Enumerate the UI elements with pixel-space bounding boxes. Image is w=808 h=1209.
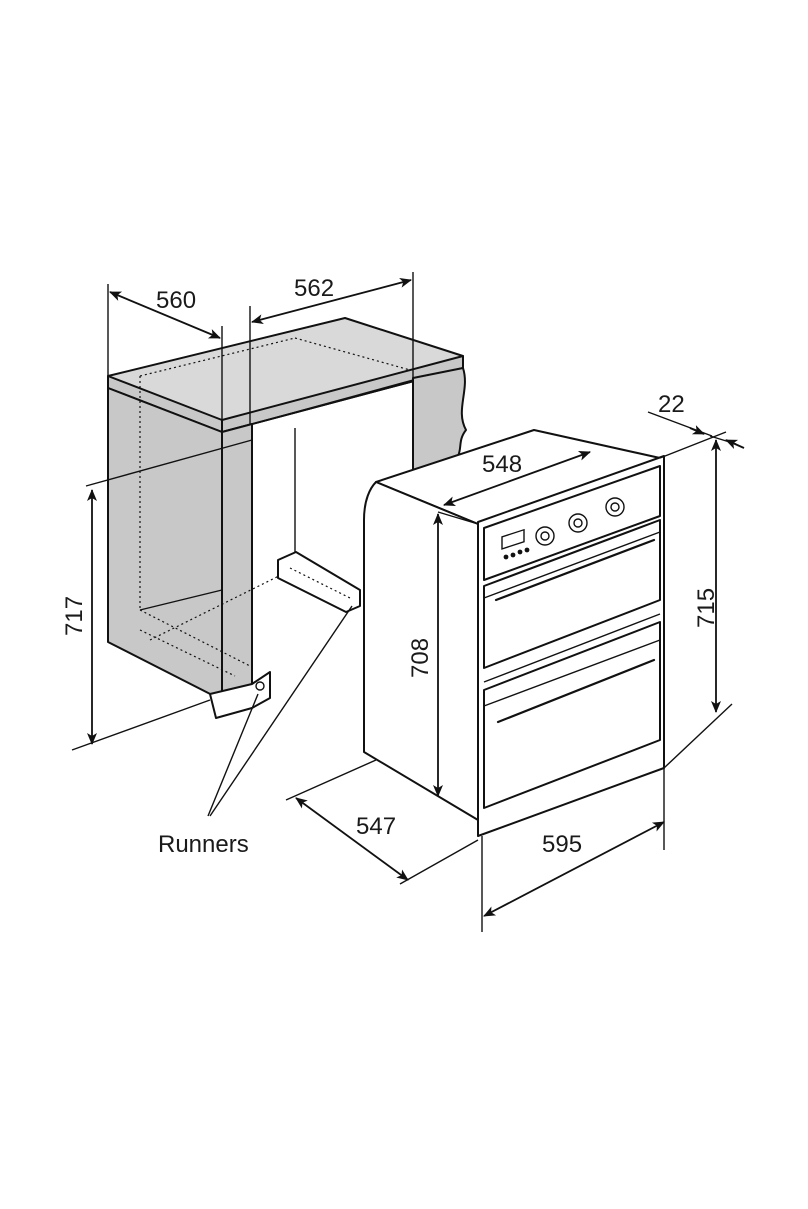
label-22: 22 <box>658 391 685 418</box>
cabinet-left-stile <box>222 424 252 700</box>
label-548: 548 <box>482 451 522 478</box>
label-runners: Runners <box>158 831 249 858</box>
runner-right <box>278 552 360 612</box>
label-562: 562 <box>294 275 334 302</box>
cabinet-left-side <box>108 388 222 700</box>
label-717: 717 <box>61 596 88 636</box>
label-560: 560 <box>156 287 196 314</box>
label-708: 708 <box>407 638 434 678</box>
oven <box>364 430 664 836</box>
label-547: 547 <box>356 813 396 840</box>
label-595: 595 <box>542 831 582 858</box>
label-715: 715 <box>693 588 720 628</box>
dim-line-22 <box>690 428 704 434</box>
